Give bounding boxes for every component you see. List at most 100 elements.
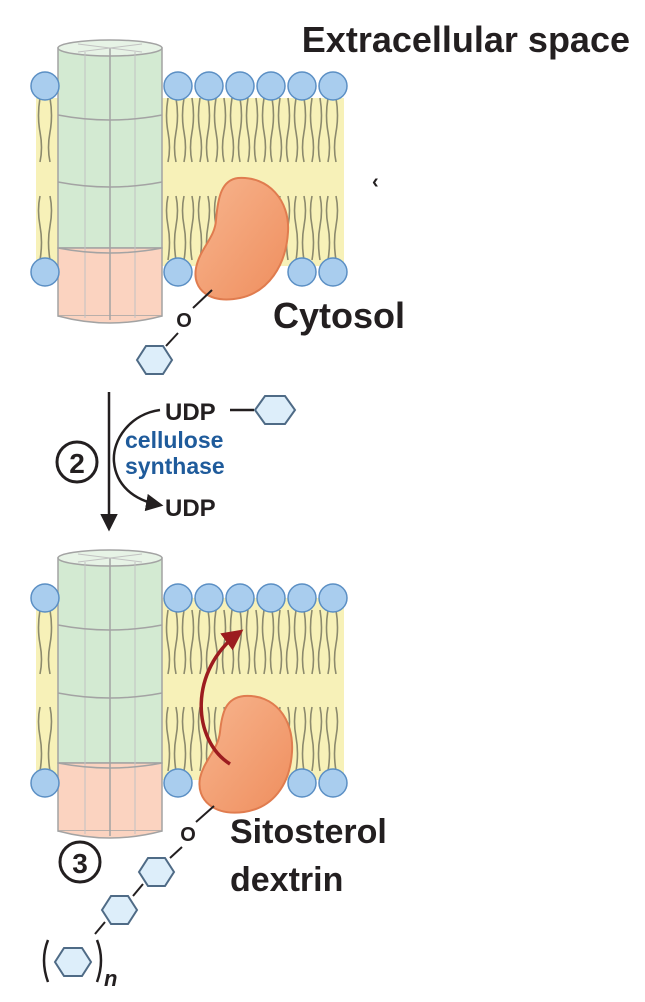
lipid-tail: [317, 609, 323, 675]
lipid-head: [30, 257, 60, 287]
lipid-tail: [165, 195, 171, 261]
enzyme-top: [194, 176, 290, 301]
lipid-head: [256, 71, 286, 101]
lipid-tail: [301, 97, 307, 163]
lipid-tail: [181, 195, 187, 261]
lipid-tail: [165, 706, 171, 772]
lipid-tail: [309, 97, 315, 163]
udp-out-label: UDP: [165, 495, 216, 522]
lipid-tail: [333, 195, 339, 261]
lipid-tail: [181, 706, 187, 772]
lipid-head: [287, 583, 317, 613]
channel-top: [57, 39, 163, 324]
lipid-tail: [317, 97, 323, 163]
oxygen-label-bottom: O: [180, 824, 196, 846]
lipid-heads-top: [30, 71, 348, 287]
bond-sugar1-sugar2: [132, 883, 144, 897]
lipid-tail: [325, 97, 331, 163]
lipid-tail: [173, 97, 179, 163]
lipid-head: [318, 257, 348, 287]
lipid-head: [163, 768, 193, 798]
lipid-tail: [253, 97, 259, 163]
oxygen-label-top: O: [176, 310, 192, 332]
step-3-circle: [58, 840, 102, 884]
lipid-tail: [47, 609, 53, 675]
lipid-tail: [221, 97, 227, 163]
lipid-tail: [277, 97, 283, 163]
lipid-head: [225, 583, 255, 613]
lipid-tail: [269, 609, 275, 675]
step-3-number: 3: [72, 848, 88, 879]
lipid-tail: [293, 706, 299, 772]
lipid-tail: [181, 609, 187, 675]
repeat-subscript: n: [104, 966, 117, 991]
lipid-tail: [285, 609, 291, 675]
lipid-tail: [37, 97, 43, 163]
lipid-tail: [197, 195, 203, 261]
lipid-tail: [229, 97, 235, 163]
reaction-step-2: 2 UDP cellulose synthase UDP: [55, 392, 297, 532]
lipid-tail: [333, 97, 339, 163]
step-2-circle: [55, 440, 99, 484]
lipid-head: [287, 257, 317, 287]
stray-mark: ‹: [372, 171, 379, 193]
bond-enzyme-oxygen-bottom: [195, 805, 215, 823]
lipid-head: [318, 71, 348, 101]
lipid-tail: [333, 609, 339, 675]
bond-enzyme-oxygen-top: [192, 289, 213, 309]
lipid-head: [194, 583, 224, 613]
reaction-step-3: 3: [58, 840, 102, 884]
lipid-tail: [325, 195, 331, 261]
lipid-tail: [165, 97, 171, 163]
lipid-tail: [293, 97, 299, 163]
lipid-tail: [37, 609, 43, 675]
lipid-head: [163, 583, 193, 613]
step-2-number: 2: [69, 448, 85, 479]
lipid-tail: [317, 195, 323, 261]
lipid-tail: [309, 706, 315, 772]
lipid-tail: [309, 195, 315, 261]
channel-bottom: [57, 549, 163, 839]
lipid-tail: [173, 609, 179, 675]
lipid-tail: [325, 706, 331, 772]
curved-arrow-udp: [112, 408, 164, 512]
lipid-head: [318, 768, 348, 798]
lipid-tail: [205, 97, 211, 163]
lipid-tail: [261, 609, 267, 675]
lipid-head: [318, 583, 348, 613]
lipid-tail: [301, 609, 307, 675]
lipid-tail: [309, 609, 315, 675]
glucose-hexagon-1: [137, 857, 176, 887]
lipid-tail: [317, 706, 323, 772]
lipid-tail: [277, 609, 283, 675]
lipid-tail: [37, 706, 43, 772]
lipid-tail: [213, 609, 219, 675]
lipid-tail: [165, 609, 171, 675]
lipid-tail: [261, 97, 267, 163]
lipid-tail: [173, 706, 179, 772]
lipid-tail: [189, 195, 195, 261]
flip-arrow: [199, 629, 244, 766]
lipid-tail: [301, 195, 307, 261]
lipid-head: [30, 71, 60, 101]
lipid-tail: [293, 609, 299, 675]
bond-sugar2-sugar3: [94, 921, 106, 935]
lipid-head: [163, 257, 193, 287]
udp-glucose-hexagon: [253, 395, 297, 425]
bond-oxygen-sugar-top: [165, 332, 179, 347]
lipid-tail: [47, 97, 53, 163]
lipid-tail: [325, 609, 331, 675]
repeat-bracket-right: [95, 939, 103, 983]
lipid-tail: [197, 609, 203, 675]
lipid-tail: [189, 609, 195, 675]
lipid-head: [194, 71, 224, 101]
lipid-tail: [173, 195, 179, 261]
lipid-tail: [47, 706, 53, 772]
lipid-tail: [253, 609, 259, 675]
lipid-tail: [333, 706, 339, 772]
membrane-panel-bottom: O n: [30, 549, 348, 991]
lipid-tail: [293, 195, 299, 261]
lipid-tail: [205, 609, 211, 675]
lipid-heads-bottom: [30, 583, 348, 798]
